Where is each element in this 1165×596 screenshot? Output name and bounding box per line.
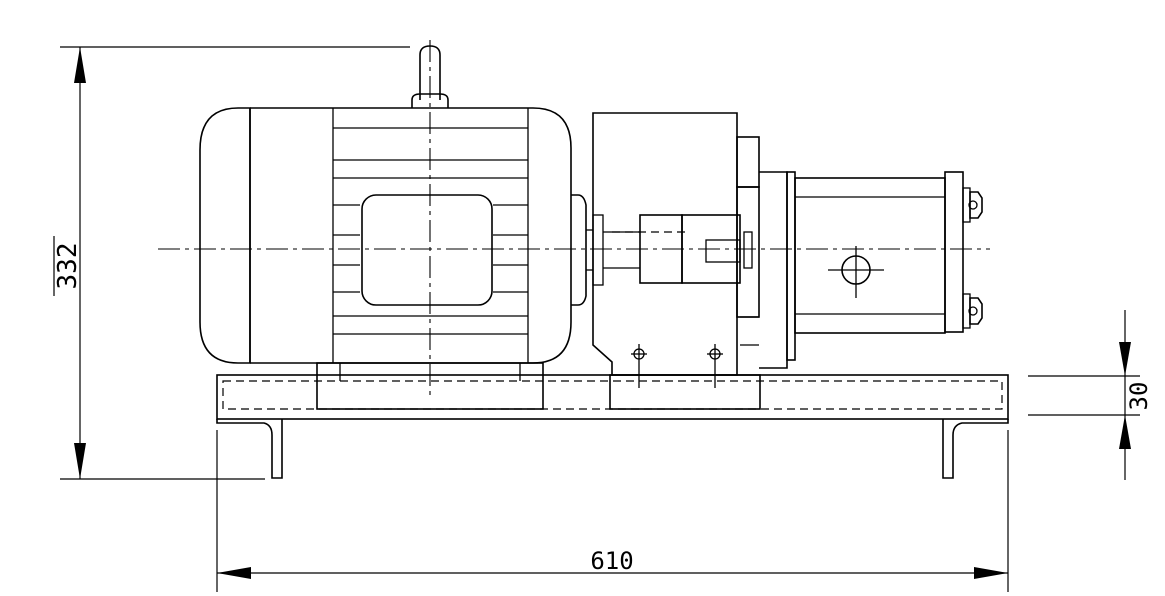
dimension-overall-height: 332 bbox=[53, 46, 410, 480]
base-support-leg bbox=[942, 419, 1009, 479]
pump-cover-bolt bbox=[962, 293, 983, 329]
motor-terminal-box bbox=[361, 194, 493, 306]
pump-pedestal-foot bbox=[609, 374, 761, 410]
overall-length-label: 610 bbox=[590, 547, 633, 575]
base-support-leg bbox=[216, 419, 283, 479]
mounting-bolt-marker bbox=[707, 344, 723, 388]
pump-shaft-key bbox=[705, 239, 741, 263]
motor-shaft-flange bbox=[571, 194, 587, 306]
base-thickness-label: 30 bbox=[1125, 382, 1153, 411]
pump-port bbox=[828, 246, 884, 298]
motor-front-bell bbox=[532, 107, 572, 364]
electric-motor bbox=[199, 45, 593, 410]
motor-end-cover bbox=[199, 107, 251, 364]
adapter-flange bbox=[736, 136, 788, 369]
gear-pump bbox=[786, 171, 983, 361]
dimension-overall-length: 610 bbox=[216, 430, 1009, 592]
coupling-housing bbox=[592, 112, 761, 410]
pump-cover-bolt bbox=[962, 187, 983, 223]
overall-height-label: 332 bbox=[53, 243, 83, 290]
centerlines bbox=[158, 40, 990, 398]
base-plate bbox=[216, 374, 1009, 479]
dimension-base-thickness: 30 bbox=[1028, 310, 1153, 480]
